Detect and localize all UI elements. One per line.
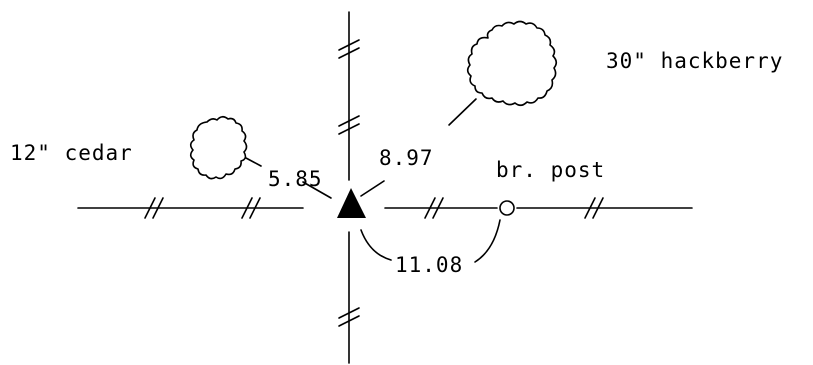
hackberry-distance-label: 8.97 <box>379 146 434 170</box>
bridge-post-icon <box>499 200 515 216</box>
benchmark-triangle-icon <box>337 188 366 218</box>
cedar-distance-label: 5.85 <box>268 167 323 191</box>
cedar-leader-line <box>245 157 262 167</box>
post-distance-label: 11.08 <box>395 253 463 277</box>
post-distance-arc <box>360 219 501 263</box>
cedar-to-benchmark-line <box>302 181 332 199</box>
hackberry-leader-line <box>448 98 477 126</box>
break-marks <box>144 39 604 327</box>
bridge-post-label: br. post <box>496 158 605 182</box>
cedar-label: 12" cedar <box>10 141 133 165</box>
hackberry-tree-icon <box>466 20 558 107</box>
hackberry-to-benchmark-line <box>360 180 385 197</box>
cedar-tree-icon <box>189 115 248 180</box>
hackberry-label: 30" hackberry <box>606 49 783 73</box>
